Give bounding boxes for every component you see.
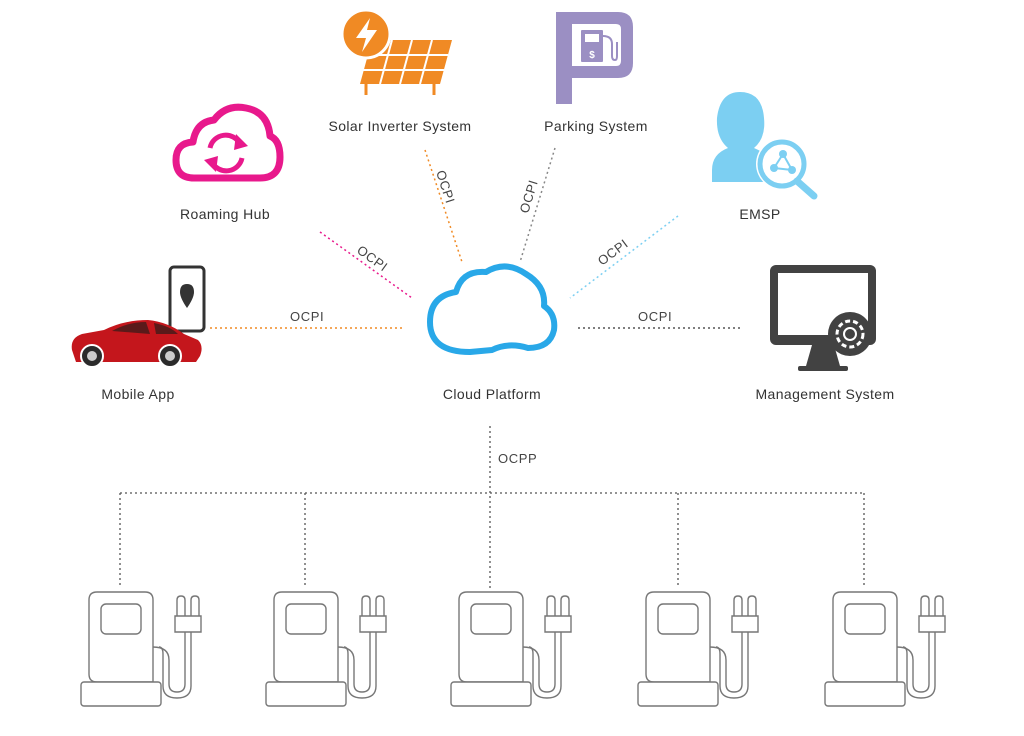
- management-node: Management System: [755, 265, 894, 402]
- ev-charger-icon: [265, 591, 387, 707]
- chargers-row: [80, 591, 946, 707]
- user-search-icon: [712, 92, 818, 200]
- mobile-protocol-label: OCPI: [290, 309, 324, 324]
- protocol-labels: OCPI OCPI OCPI OCPI OCPI OCPI OCPP: [290, 168, 672, 466]
- cloud-node: Cloud Platform: [427, 263, 558, 402]
- emsp-link-line: [569, 215, 679, 299]
- management-protocol-label: OCPI: [638, 309, 672, 324]
- roaming-label: Roaming Hub: [180, 206, 270, 222]
- mobile-node: Mobile App: [71, 265, 206, 402]
- cloud-sync-icon: [172, 103, 284, 182]
- ev-charger-icon: [450, 591, 572, 707]
- cloud-label: Cloud Platform: [443, 386, 541, 402]
- solar-node: Solar Inverter System: [329, 8, 472, 134]
- solar-panel-icon: [340, 8, 452, 95]
- svg-text:$: $: [589, 50, 595, 61]
- car-phone-icon: [71, 265, 206, 368]
- charger-protocol-label: OCPP: [498, 451, 537, 466]
- roaming-node: Roaming Hub: [172, 103, 284, 222]
- cloud-icon: [427, 263, 558, 355]
- parking-node: $ Parking System: [544, 12, 648, 134]
- parking-protocol-label: OCPI: [517, 178, 541, 215]
- parking-fuel-icon: $: [556, 12, 633, 104]
- connections: [119, 147, 865, 588]
- solar-protocol-label: OCPI: [433, 168, 458, 205]
- emsp-protocol-label: OCPI: [595, 236, 631, 269]
- roaming-link-line: [319, 231, 413, 299]
- monitor-gear-icon: [770, 265, 876, 371]
- emsp-label: EMSP: [739, 206, 780, 222]
- emsp-node: EMSP: [712, 92, 818, 222]
- roaming-protocol-label: OCPI: [354, 242, 390, 274]
- solar-label: Solar Inverter System: [329, 118, 472, 134]
- ev-charger-icon: [637, 591, 759, 707]
- ev-charger-icon: [824, 591, 946, 707]
- mobile-label: Mobile App: [101, 386, 174, 402]
- management-label: Management System: [755, 386, 894, 402]
- ev-charger-icon: [80, 591, 202, 707]
- parking-label: Parking System: [544, 118, 648, 134]
- solar-link-line: [424, 149, 463, 263]
